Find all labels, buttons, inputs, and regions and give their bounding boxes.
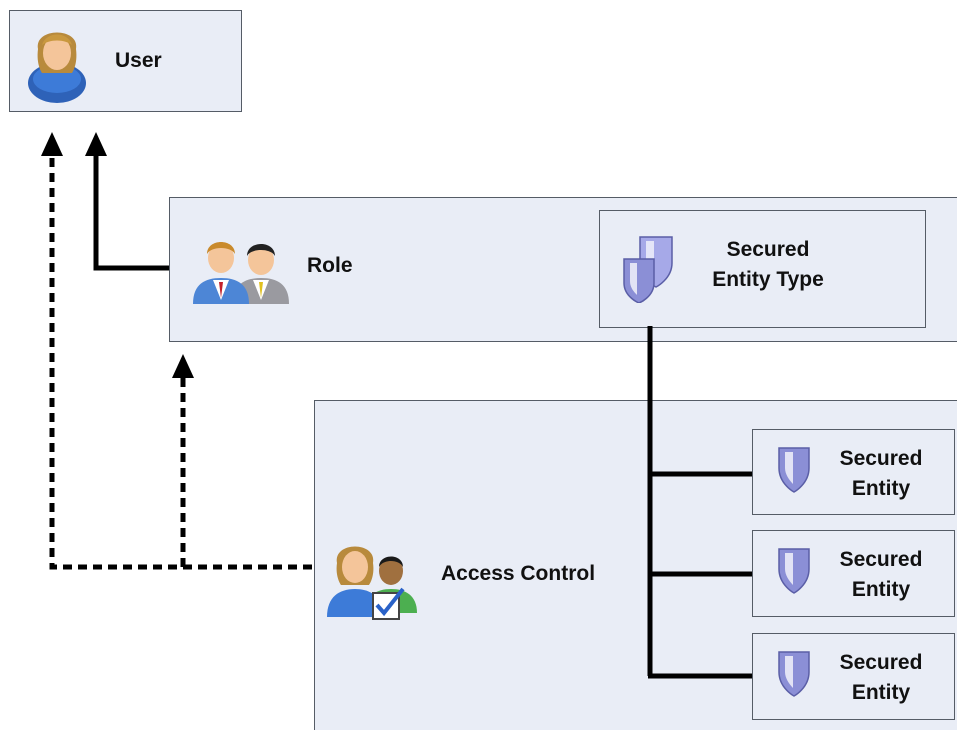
role-to-user-arrow	[85, 132, 107, 156]
shield-stack-icon	[620, 233, 676, 308]
shield-icon	[777, 650, 811, 703]
role-node: Role Secured Entity Type	[169, 197, 957, 342]
secured-entity-label: Secured Entity	[821, 545, 941, 605]
secured-entity-line2: Entity	[851, 477, 911, 500]
secured-entity-line1: Secured	[839, 548, 923, 571]
access-to-user-arrow	[41, 132, 63, 156]
secured-entity-node: Secured Entity	[752, 633, 955, 720]
secured-entity-label: Secured Entity	[821, 444, 941, 504]
shield-icon	[777, 547, 811, 600]
secured-entity-line2: Entity	[851, 681, 911, 704]
secured-entity-line1: Secured	[839, 447, 923, 470]
secured-entity-line1: Secured	[839, 651, 923, 674]
secured-entity-label: Secured Entity	[821, 648, 941, 708]
secured-entity-type-node: Secured Entity Type	[599, 210, 926, 328]
user-icon	[24, 21, 90, 108]
secured-entity-type-line1: Secured	[726, 238, 810, 261]
role-to-user-line	[93, 152, 172, 271]
secured-entity-node: Secured Entity	[752, 530, 955, 617]
access-control-icon	[325, 537, 421, 628]
secured-entity-node: Secured Entity	[752, 429, 955, 515]
access-to-role-arrow	[172, 354, 194, 378]
user-node: User	[9, 10, 242, 112]
secured-entity-type-line2: Entity Type	[712, 268, 824, 291]
secured-entity-type-label: Secured Entity Type	[688, 235, 848, 295]
role-icon	[191, 224, 291, 311]
secured-entity-line2: Entity	[851, 578, 911, 601]
user-label: User	[115, 49, 162, 72]
shield-icon	[777, 446, 811, 499]
role-label: Role	[307, 254, 353, 277]
access-control-label: Access Control	[441, 562, 596, 585]
access-control-node: Access Control Secured Entity	[314, 400, 957, 730]
